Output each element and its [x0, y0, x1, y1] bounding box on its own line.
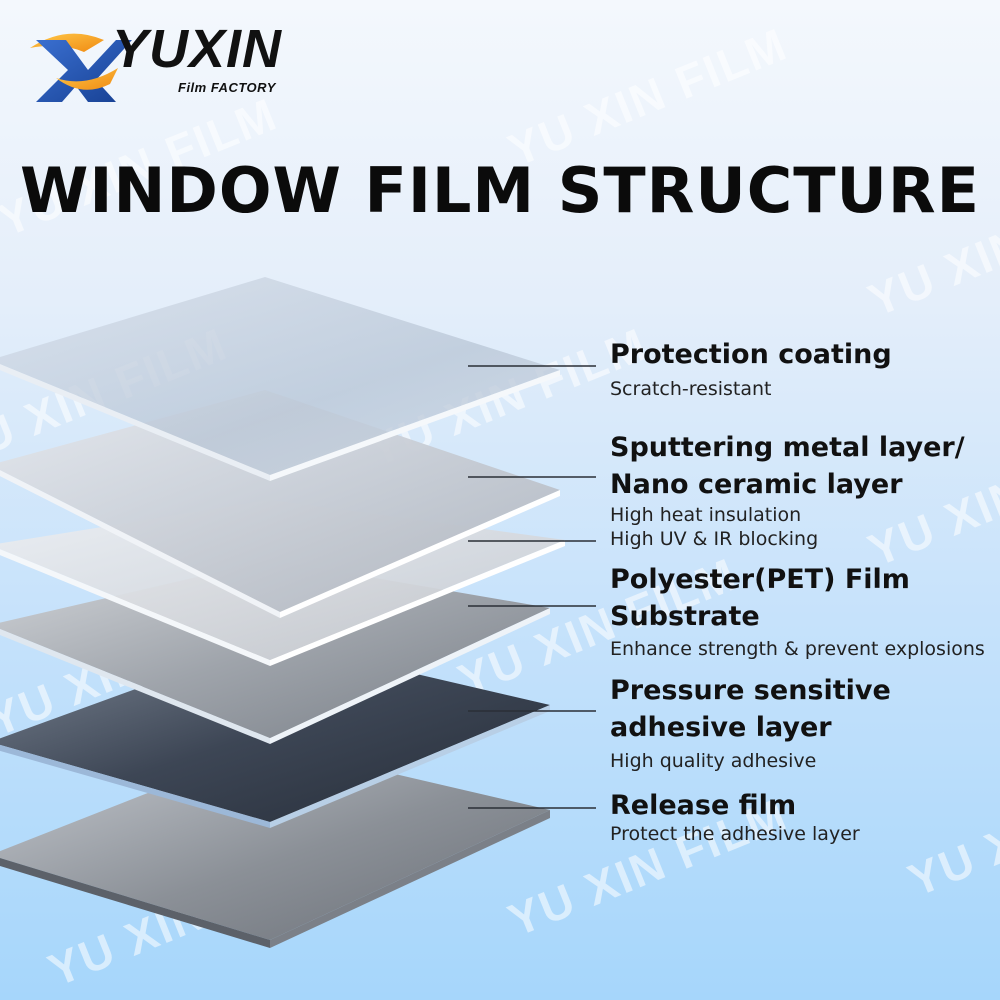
layer-description: Protect the adhesive layer: [610, 823, 860, 845]
brand-tagline: Film FACTORY: [178, 80, 276, 95]
layer-label-release-film: Release film Protect the adhesive layer: [610, 787, 860, 846]
layer-title: Polyester(PET) Film: [610, 564, 910, 595]
layer-description: High heat insulation: [610, 504, 802, 526]
page-title: WINDOW FILM STRUCTURE: [20, 154, 980, 227]
layer-label-metal-ceramic: Sputtering metal layer/ Nano ceramic lay…: [610, 429, 965, 551]
layer-title: Sputtering metal layer/: [610, 432, 965, 463]
sheet-protection-coating: [0, 277, 560, 481]
layer-title: Nano ceramic layer: [610, 469, 903, 500]
layer-label-pet-substrate: Polyester(PET) Film Substrate Enhance st…: [610, 561, 985, 661]
layer-description: High quality adhesive: [610, 750, 817, 772]
layer-description: High UV & IR blocking: [610, 528, 819, 550]
layer-label-adhesive: Pressure sensitive adhesive layer High q…: [610, 672, 891, 773]
leader-lines: [468, 365, 596, 809]
layer-label-protection-coating: Protection coating Scratch-resistant: [610, 336, 892, 401]
brand-name: YUXIN: [112, 19, 283, 79]
sheet-metal-ceramic-upper: [0, 390, 560, 618]
layer-description: Enhance strength & prevent explosions: [610, 638, 985, 660]
sheet-release-film: [0, 745, 550, 948]
layer-title: Substrate: [610, 601, 760, 632]
yuxin-logo-icon: [30, 33, 132, 102]
layer-title: Pressure sensitive: [610, 675, 891, 706]
layer-title: Protection coating: [610, 339, 892, 370]
layer-title: adhesive layer: [610, 712, 832, 743]
layer-title: Release film: [610, 790, 797, 821]
layer-description: Scratch-resistant: [610, 378, 772, 400]
